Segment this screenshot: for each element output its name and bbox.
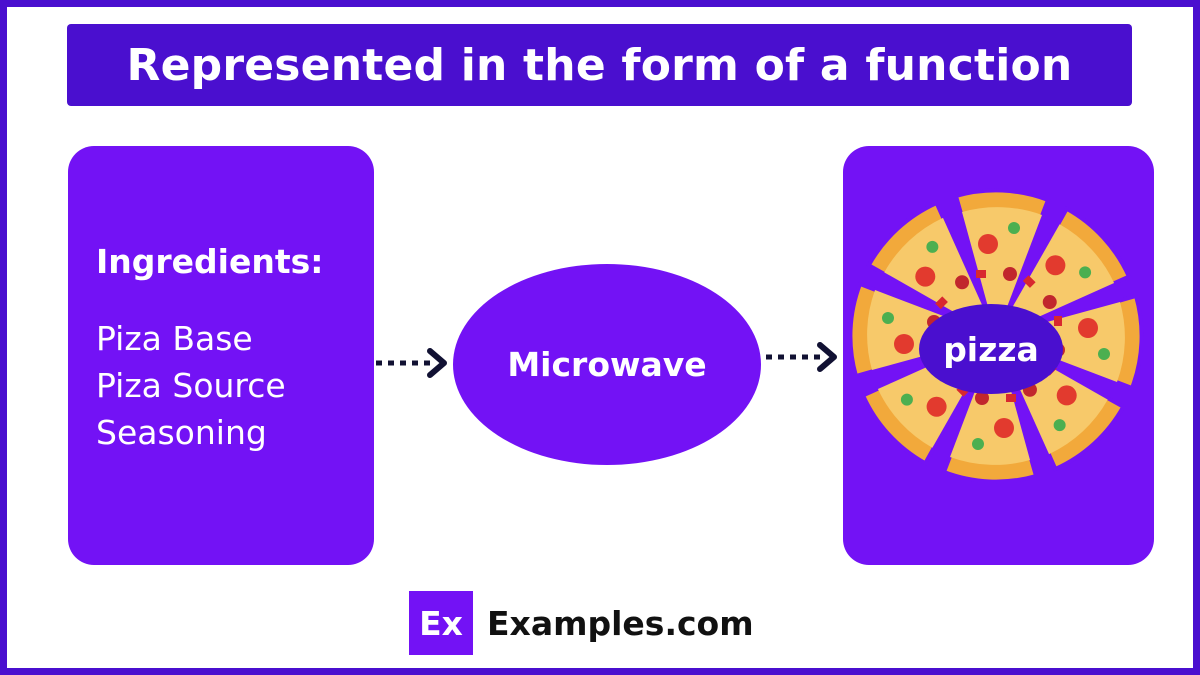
title-banner: Represented in the form of a function	[67, 24, 1132, 106]
ingredient-item: Seasoning	[96, 413, 267, 452]
microwave-node: Microwave	[453, 264, 761, 465]
examples-logo: Ex	[409, 591, 473, 655]
footer-brand: Ex Examples.com	[409, 591, 754, 655]
pizza-slice-icon	[953, 188, 1051, 343]
pizza-label: pizza	[943, 329, 1039, 369]
ingredients-box: Ingredients: Piza Base Piza Source Seaso…	[68, 146, 374, 565]
logo-text: Ex	[419, 603, 463, 643]
brand-name: Examples.com	[487, 603, 754, 643]
pizza-output-node: pizza	[919, 304, 1063, 394]
pizza-icon	[848, 188, 1144, 484]
ingredient-item: Piza Base	[96, 319, 253, 358]
page-title: Represented in the form of a function	[126, 39, 1073, 91]
dotted-arrow-icon	[376, 348, 447, 378]
ingredients-heading: Ingredients:	[96, 242, 324, 281]
microwave-label: Microwave	[507, 345, 707, 384]
ingredient-item: Piza Source	[96, 366, 286, 405]
dotted-arrow-icon	[766, 342, 837, 372]
